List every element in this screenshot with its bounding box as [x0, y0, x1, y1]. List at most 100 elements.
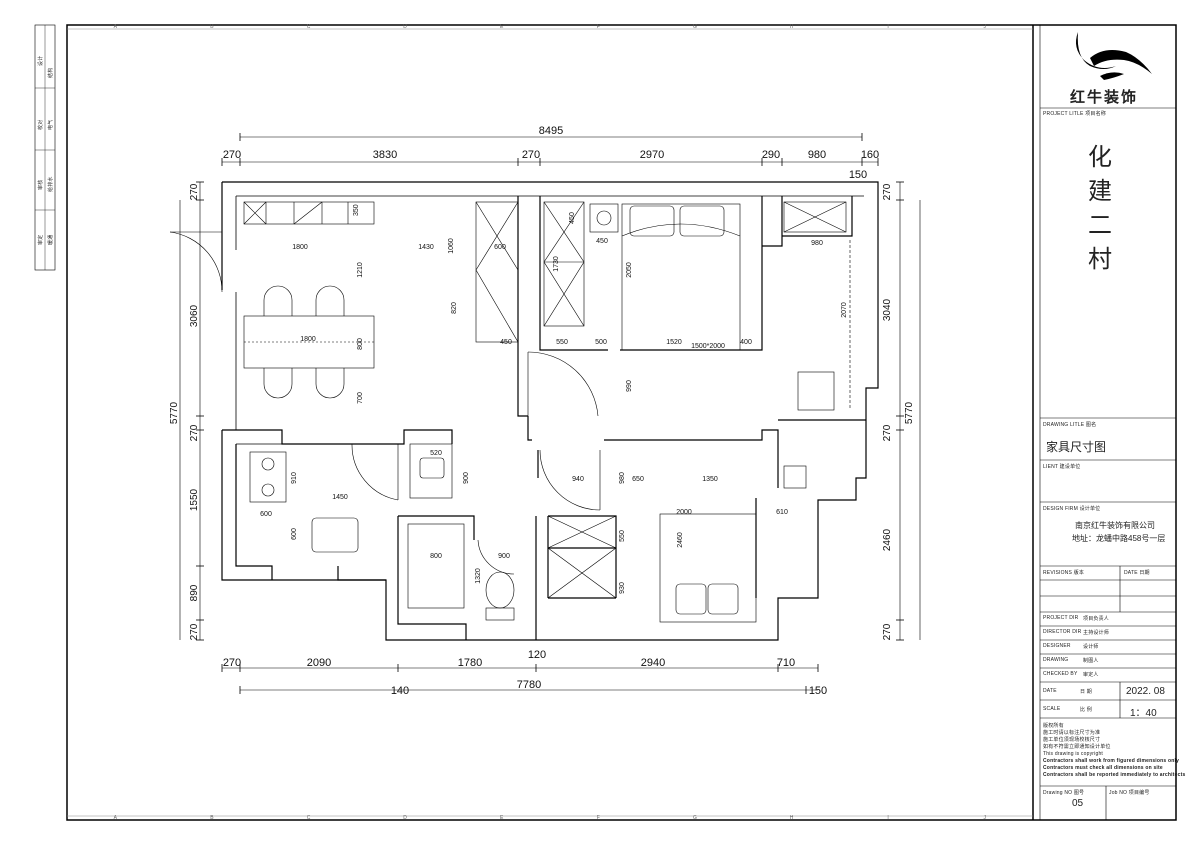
inner-dim: 400: [740, 339, 752, 346]
dim-top-seg: 270: [522, 149, 540, 161]
inner-dim: 600: [291, 528, 298, 540]
inner-dim: 2460: [677, 532, 684, 548]
inner-dim: 520: [430, 450, 442, 457]
note-line: 版权所有: [1043, 723, 1064, 729]
inner-dim: 700: [357, 392, 364, 404]
dim-bottom-seg: 710: [777, 657, 795, 669]
dim-right-seg: 270: [882, 424, 893, 441]
grid-letter: A: [114, 24, 118, 30]
design-firm: 南京红牛装饰有限公司: [1075, 521, 1155, 530]
row-value: 制图人: [1083, 658, 1099, 664]
inner-dim: 550: [619, 530, 626, 542]
grid-letter: I: [887, 815, 888, 821]
inner-dim: 450: [500, 339, 512, 346]
dim-top-overall: 8495: [539, 125, 563, 137]
inner-dim: 900: [498, 553, 510, 560]
drawing-no-label: Drawing NO 图号: [1043, 790, 1085, 796]
inner-dim: 600: [494, 244, 506, 251]
job-no-label: Job NO 项目编号: [1109, 790, 1150, 796]
dim-right-seg: 2460: [882, 528, 893, 551]
grid-letter: F: [597, 815, 600, 821]
dim-bottom-right: 150: [809, 685, 827, 697]
grid-letter: H: [790, 815, 794, 821]
note-line: 施工时请以标注尺寸为准: [1043, 730, 1101, 736]
project-name: 化 建 二 村: [1088, 140, 1128, 276]
inner-dim: 1800: [300, 336, 316, 343]
row-value: 项目负责人: [1083, 616, 1110, 622]
note-line: 如有不符需立即通知设计单位: [1043, 744, 1111, 750]
inner-dim: 1320: [475, 568, 482, 584]
dim-left-seg: 3060: [189, 304, 200, 327]
dim-bottom-seg: 270: [223, 657, 241, 669]
doors: [169, 231, 601, 575]
titleblock-lines: [1039, 25, 1176, 820]
inner-dim: 450: [596, 238, 608, 245]
dim-left-seg: 890: [189, 584, 200, 601]
inner-dim: 2050: [626, 262, 633, 278]
inner-dim: 980: [619, 472, 626, 484]
grid-letter: J: [983, 24, 986, 30]
inner-dimension-labels: 350 1800 1430 1060 600 450 450 2050 1730…: [260, 204, 848, 594]
grid-ticks: [67, 28, 1033, 817]
inner-dim: 350: [353, 204, 360, 216]
inner-dim: 550: [556, 339, 568, 346]
inner-dim: 990: [626, 380, 633, 392]
client-label: LIENT 建设单位: [1043, 464, 1081, 470]
row-label: DRAWING: [1043, 657, 1069, 663]
dim-top-seg: 290: [762, 149, 780, 161]
grid-letter: I: [887, 24, 888, 30]
inner-dim: 800: [430, 553, 442, 560]
dim-top-seg: 3830: [373, 149, 397, 161]
grid-letter: D: [403, 24, 407, 30]
project-label: PROJECT LITLE 项目名称: [1043, 111, 1106, 117]
scale-label-cn: 比 例: [1080, 707, 1092, 713]
dim-bottom-overall: 7780: [517, 679, 541, 691]
inner-dim: 1350: [702, 476, 718, 483]
inner-dim: 600: [260, 511, 272, 518]
inner-dim: 650: [632, 476, 644, 483]
side-label: 结构: [48, 67, 54, 78]
row-value: 主持设计师: [1083, 630, 1110, 636]
inner-dim: 450: [569, 212, 576, 224]
grid-letter: C: [307, 815, 311, 821]
dim-right-seg: 270: [882, 623, 893, 640]
inner-dim: 1730: [553, 256, 560, 272]
inner-dim: 980: [811, 240, 823, 247]
dim-top-seg: 2970: [640, 149, 664, 161]
dim-bottom-seg: 2940: [641, 657, 665, 669]
dim-bottom-mid: 120: [528, 649, 546, 661]
notes: 版权所有 施工时请以标注尺寸为准 施工单位须现场校核尺寸 如有不符需立即通知设计…: [1043, 723, 1185, 779]
row-label: DIRECTOR DIR: [1043, 629, 1082, 635]
grid-letter: J: [983, 815, 986, 821]
dim-right-seg: 270: [882, 183, 893, 200]
dimension-lines: [179, 136, 921, 691]
row-value: 审定人: [1083, 672, 1099, 678]
inner-dim: 820: [451, 302, 458, 314]
grid-letter: B: [210, 815, 214, 821]
dim-left-overall: 5770: [169, 401, 180, 424]
grid-letter: D: [403, 815, 407, 821]
sheet-border: [66, 24, 1177, 821]
project-name-char: 二: [1088, 211, 1112, 239]
row-label: PROJECT DIR: [1043, 615, 1079, 621]
inner-dim: 1210: [357, 262, 364, 278]
inner-dim: 1800: [292, 244, 308, 251]
side-label: 暖通: [48, 234, 54, 245]
grid-letter: C: [307, 24, 311, 30]
brand-logo-icon: [1076, 32, 1152, 80]
drawing-label: DRAWING LITLE 图名: [1043, 422, 1097, 428]
dim-left-seg: 270: [189, 424, 200, 441]
grid-letter: E: [500, 24, 504, 30]
project-name-char: 村: [1088, 245, 1112, 273]
dim-ticks: [196, 133, 904, 694]
grid-letter: H: [790, 24, 794, 30]
inner-dim: 1060: [448, 238, 455, 254]
note-line: This drawing is copyright: [1043, 751, 1104, 757]
side-label: 校对: [38, 119, 44, 130]
side-label: 电气: [48, 119, 54, 130]
design-firm-label: DESIGN FIRM 设计单位: [1043, 506, 1101, 512]
side-label: 审核: [38, 179, 44, 190]
project-name-char: 建: [1088, 177, 1112, 205]
furniture: [243, 201, 851, 623]
